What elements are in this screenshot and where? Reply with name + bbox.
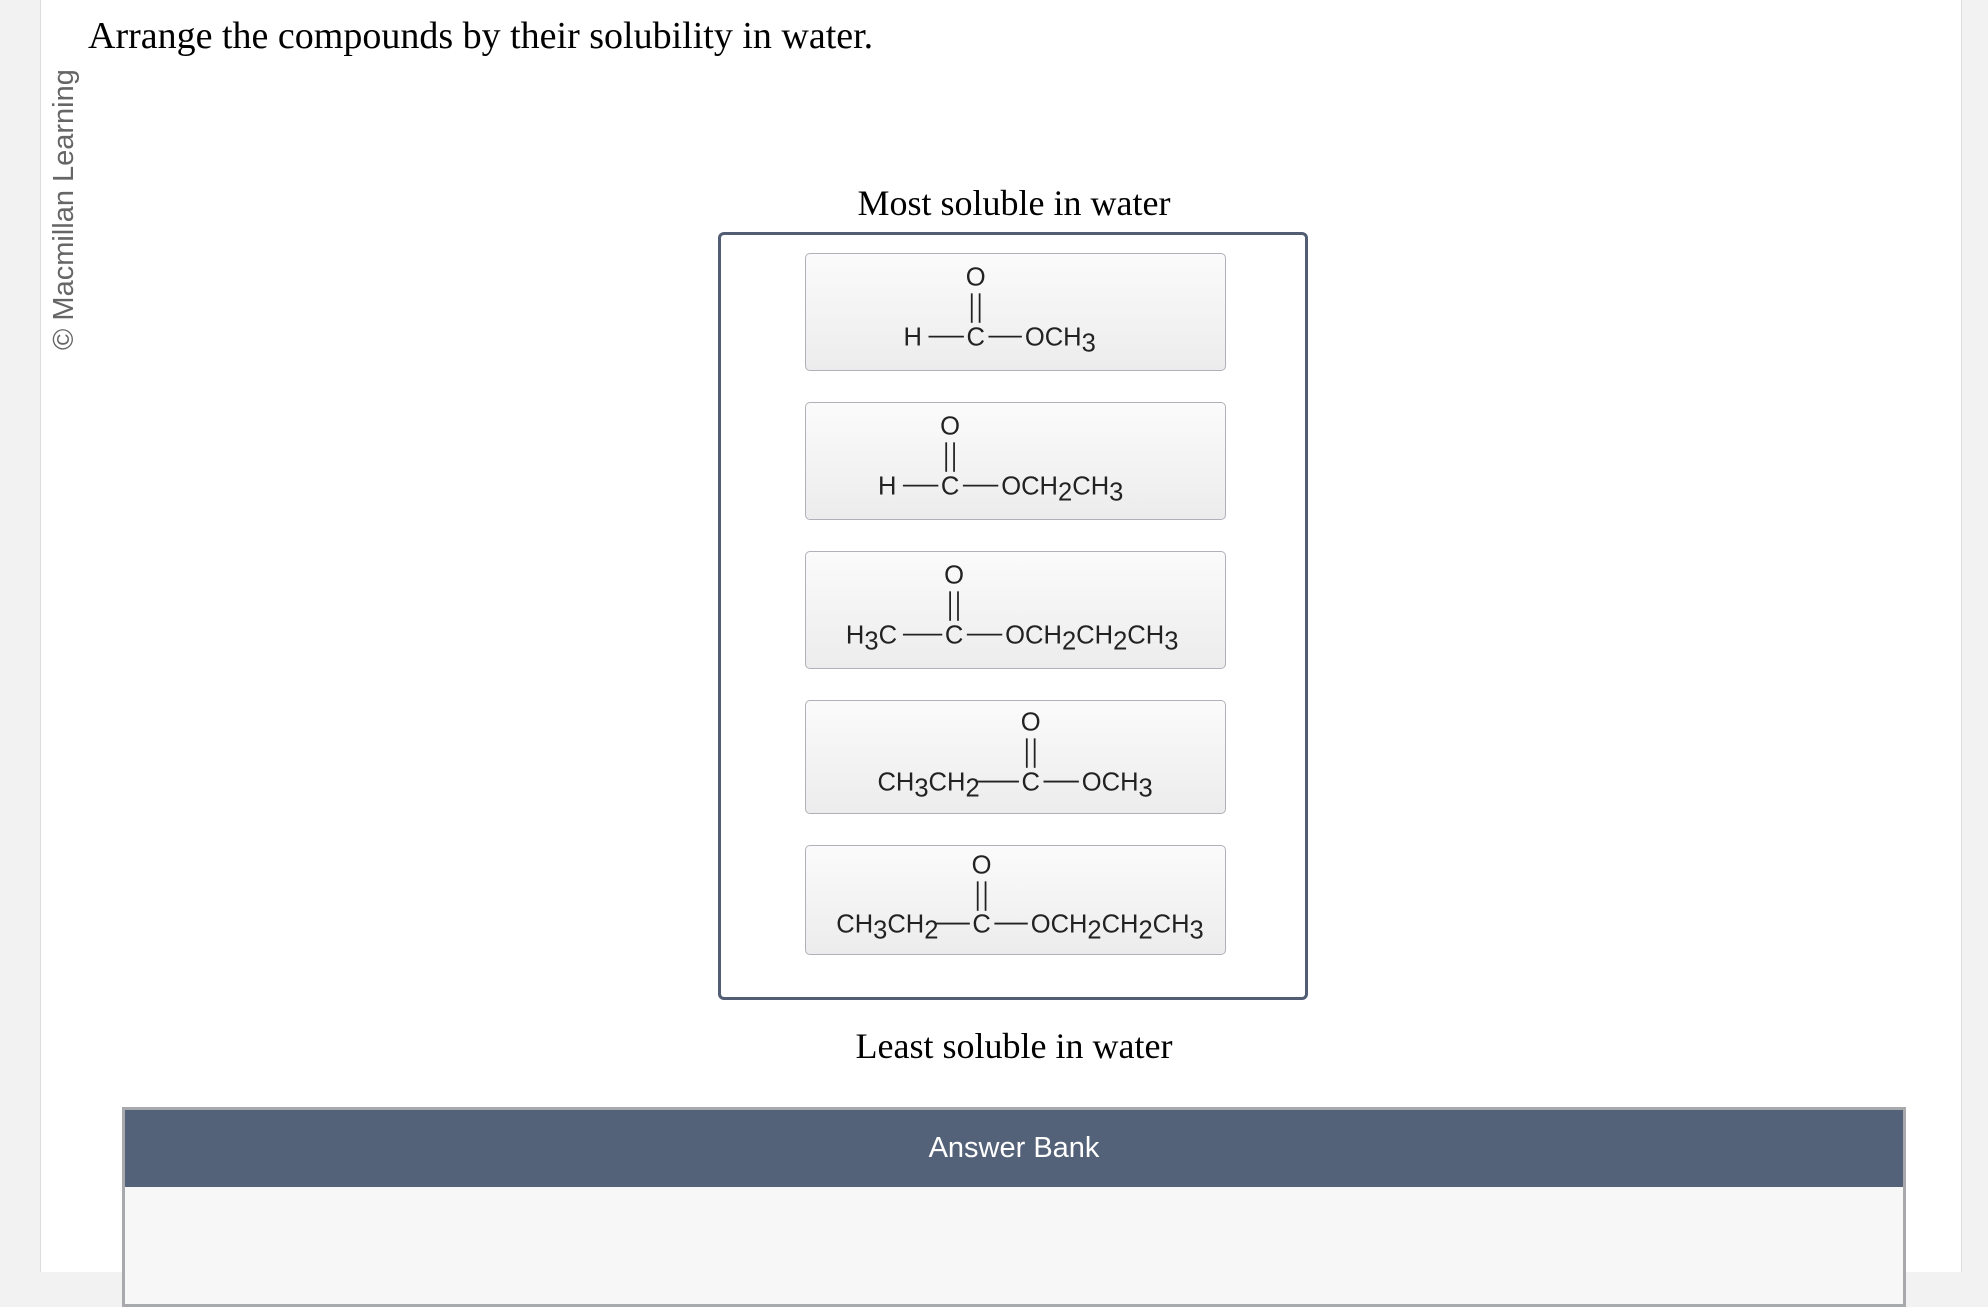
- carbonyl-carbon: C: [941, 472, 959, 500]
- left-group: H3C: [846, 621, 897, 655]
- compound-card-propyl-acetate[interactable]: O H3C C OCH2CH2CH3: [805, 551, 1226, 669]
- carbonyl-oxygen: O: [944, 561, 964, 589]
- right-group: OCH2CH2CH3: [1005, 621, 1178, 655]
- answer-bank[interactable]: Answer Bank: [122, 1107, 1906, 1307]
- carbonyl-carbon: C: [945, 621, 963, 649]
- ranking-drop-zone[interactable]: O H C OCH3 O H C OCH2CH3 O H3C C: [718, 232, 1308, 1000]
- copyright-text: © Macmillan Learning: [48, 69, 80, 350]
- carbonyl-oxygen: O: [940, 412, 960, 440]
- left-group: H: [904, 323, 922, 351]
- right-group: OCH3: [1082, 768, 1153, 802]
- compound-card-methyl-propanoate[interactable]: O CH3CH2 C OCH3: [805, 700, 1226, 814]
- left-group: H: [878, 472, 896, 500]
- carbonyl-oxygen: O: [966, 263, 986, 291]
- most-soluble-label: Most soluble in water: [857, 183, 1171, 223]
- left-group: CH3CH2: [877, 768, 979, 802]
- compound-card-propyl-propanoate[interactable]: O CH3CH2 C OCH2CH2CH3: [805, 845, 1226, 955]
- carbonyl-oxygen: O: [972, 851, 992, 879]
- question-prompt: Arrange the compounds by their solubilit…: [88, 15, 874, 57]
- right-group: OCH3: [1025, 323, 1096, 357]
- carbonyl-carbon: C: [972, 910, 990, 938]
- carbonyl-carbon: C: [1022, 768, 1040, 796]
- compound-card-methyl-formate[interactable]: O H C OCH3: [805, 253, 1226, 371]
- carbonyl-oxygen: O: [1021, 708, 1041, 736]
- right-group: OCH2CH3: [1001, 472, 1123, 506]
- left-group: CH3CH2: [836, 910, 938, 944]
- carbonyl-carbon: C: [966, 323, 984, 351]
- answer-bank-header: Answer Bank: [125, 1110, 1903, 1187]
- least-soluble-label: Least soluble in water: [855, 1026, 1173, 1066]
- compound-card-ethyl-formate[interactable]: O H C OCH2CH3: [805, 402, 1226, 520]
- right-group: OCH2CH2CH3: [1031, 910, 1204, 944]
- copyright-sidebar: © Macmillan Learning: [48, 60, 80, 350]
